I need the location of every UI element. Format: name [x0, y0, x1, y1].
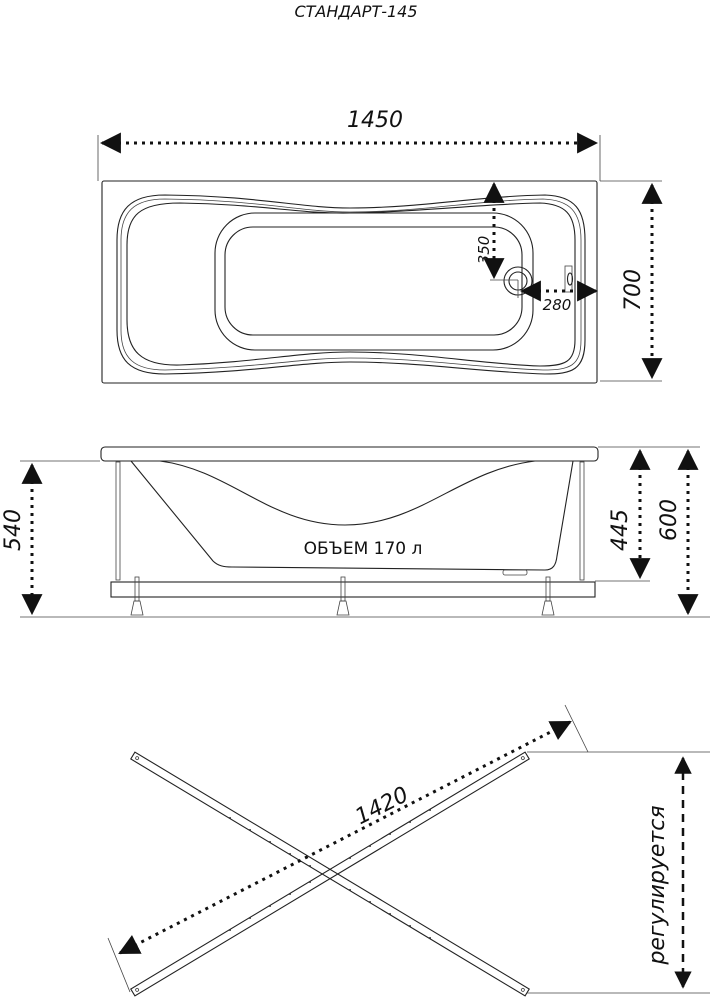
top-view: 1450 350 280 700 [97, 108, 663, 384]
frame-base [110, 581, 596, 598]
tub-outline [101, 180, 598, 384]
side-view: ОБЪЕМ 170 л 540 445 600 [1, 446, 710, 618]
height-600-label: 600 [657, 499, 682, 541]
volume-label: ОБЪЕМ 170 л [304, 539, 423, 559]
height-540-label: 540 [1, 509, 26, 551]
bar-length-dimension [118, 720, 572, 955]
frame-cross: 1420 регулируется [107, 704, 710, 997]
depth-445-label: 445 [608, 509, 633, 551]
drain-side-label: 350 [475, 236, 493, 265]
drain-end-label: 280 [543, 296, 572, 314]
bar-length-label: 1420 [351, 782, 412, 830]
drawing-title: СТАНДАРТ-145 [294, 2, 417, 21]
adjustable-label: регулируется [645, 805, 670, 965]
tub-rim [100, 446, 599, 462]
width-label: 700 [621, 269, 646, 311]
tub-bowl [130, 460, 574, 571]
length-label: 1450 [347, 108, 403, 133]
